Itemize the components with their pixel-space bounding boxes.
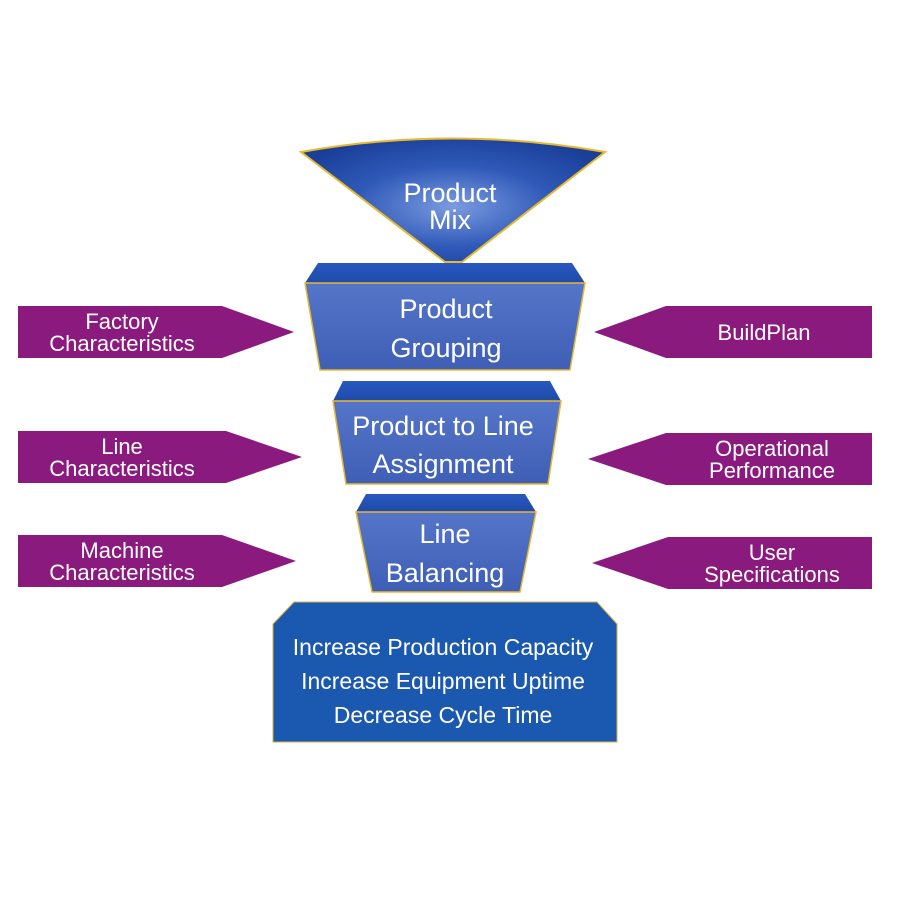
product-grouping-stage: Product Grouping	[304, 263, 586, 371]
results-box: Increase Production Capacity Increase Eq…	[272, 601, 618, 743]
product-mix-label-2: Mix	[429, 205, 471, 235]
right-input-label-1: BuildPlan	[718, 320, 811, 345]
right-input-user: User Specifications	[592, 537, 872, 589]
line-balancing-stage: Line Balancing	[355, 494, 537, 593]
result-item: Increase Equipment Uptime	[301, 668, 585, 694]
line-balancing-label-2: Balancing	[386, 558, 505, 588]
line-balancing-label-1: Line	[419, 519, 470, 549]
product-mix-stage: Product Mix	[298, 137, 608, 263]
left-input-label-2: Characteristics	[49, 456, 194, 481]
left-input-factory: Factory Characteristics	[18, 306, 294, 358]
product-mix-label-1: Product	[403, 178, 497, 208]
product-grouping-label-1: Product	[399, 294, 493, 324]
product-to-line-label-2: Assignment	[372, 449, 514, 479]
result-item: Increase Production Capacity	[293, 634, 594, 660]
right-input-operational: Operational Performance	[588, 433, 872, 485]
left-input-label-1: Machine	[80, 538, 163, 563]
right-input-label-1: User	[749, 540, 795, 565]
left-input-label-1: Factory	[85, 309, 158, 334]
right-input-buildplan: BuildPlan	[594, 306, 872, 358]
right-input-label-2: Performance	[709, 458, 835, 483]
left-input-machine: Machine Characteristics	[18, 535, 296, 587]
product-to-line-stage: Product to Line Assignment	[332, 381, 562, 485]
left-input-label-1: Line	[101, 434, 143, 459]
product-to-line-label-1: Product to Line	[352, 411, 534, 441]
right-input-label-1: Operational	[715, 436, 829, 461]
product-grouping-label-2: Grouping	[390, 333, 501, 363]
right-input-label-2: Specifications	[704, 562, 840, 587]
left-input-label-2: Characteristics	[49, 560, 194, 585]
left-input-label-2: Characteristics	[49, 331, 194, 356]
result-item: Decrease Cycle Time	[334, 702, 553, 728]
left-input-line: Line Characteristics	[18, 431, 302, 483]
